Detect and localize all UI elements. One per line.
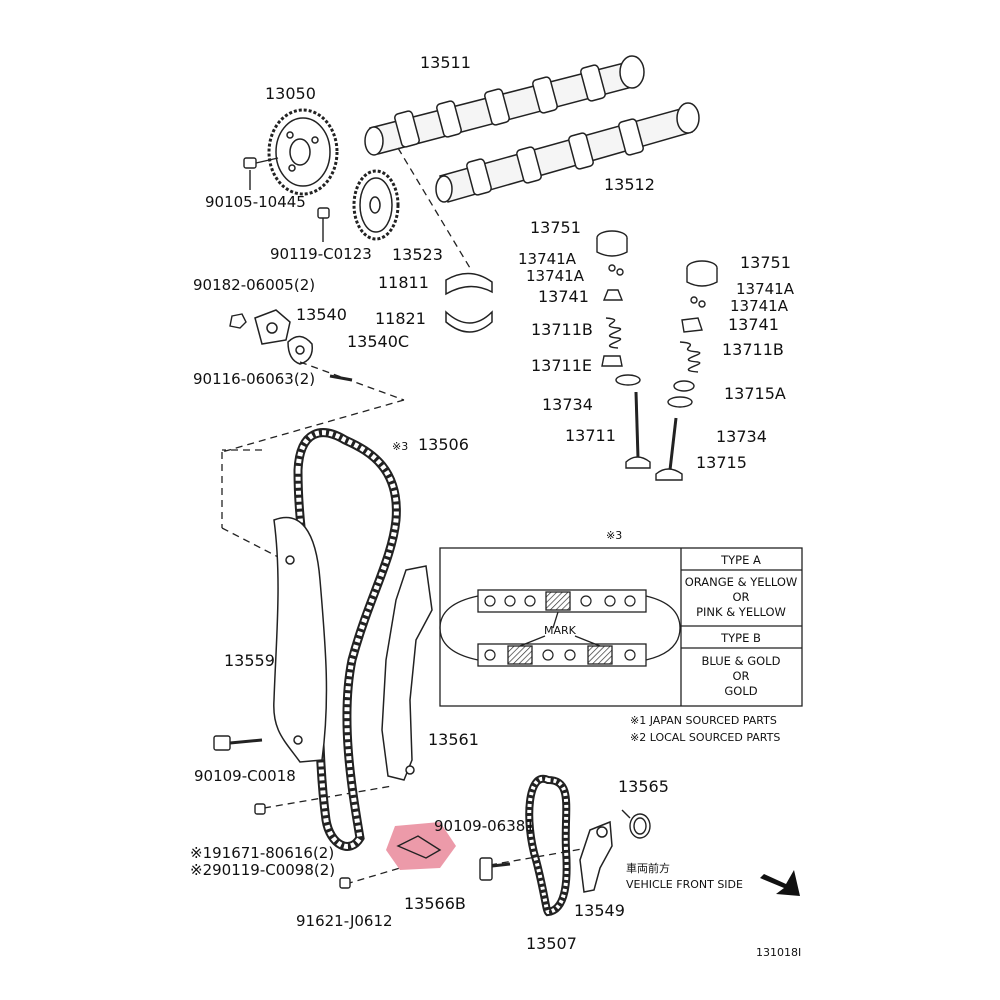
label-13711: 13711 — [565, 426, 616, 445]
valve-train-left[interactable] — [596, 230, 651, 469]
camshaft-13511[interactable] — [364, 55, 645, 156]
note-local-sourced: ※2 LOCAL SOURCED PARTS — [630, 731, 781, 744]
inset-chain-pins — [484, 595, 636, 661]
bolt-91671[interactable] — [254, 803, 266, 815]
type-b-line3: GOLD — [724, 684, 758, 698]
bearing-11811[interactable] — [445, 272, 493, 296]
label-13506-mark: ※3 — [392, 440, 409, 453]
label-13741a-2: 13741A — [526, 267, 584, 285]
label-13711b-left: 13711B — [531, 320, 593, 339]
label-13711e: 13711E — [531, 356, 593, 375]
label-13561: 13561 — [428, 730, 479, 749]
label-front-en: VEHICLE FRONT SIDE — [626, 878, 743, 891]
label-13715a: 13715A — [724, 384, 786, 403]
vehicle-front-arrow-icon — [760, 870, 800, 896]
label-91671: ※191671-80616(2) — [190, 844, 335, 862]
label-11821: 11821 — [375, 309, 426, 328]
bolt-91621[interactable] — [339, 877, 351, 889]
label-13734-left: 13734 — [542, 395, 593, 414]
label-13540: 13540 — [296, 305, 347, 324]
label-13751-right: 13751 — [740, 253, 791, 272]
nut-90182[interactable] — [229, 313, 247, 329]
label-13741a-3: 13741A — [736, 280, 794, 298]
label-90116: 90116-06063(2) — [193, 370, 316, 388]
tensioner-slipper-13561[interactable] — [381, 565, 433, 781]
label-front-jp: 車両前方 — [626, 862, 670, 875]
label-13741-right: 13741 — [728, 315, 779, 334]
label-13050: 13050 — [265, 84, 316, 103]
vvt-gear-13050[interactable] — [267, 108, 339, 196]
type-a-title: TYPE A — [721, 553, 761, 567]
label-13507: 13507 — [526, 934, 577, 953]
type-a-line2: OR — [732, 590, 750, 604]
label-91621: 91621-J0612 — [296, 912, 393, 930]
label-13715: 13715 — [696, 453, 747, 472]
chain-tensioner-13540[interactable] — [254, 309, 313, 365]
tensioner-arm-13549[interactable] — [579, 820, 613, 893]
bolt-90105[interactable] — [243, 157, 279, 190]
label-13565: 13565 — [618, 777, 669, 796]
camshaft-13512[interactable] — [435, 102, 700, 203]
type-a-line3: PINK & YELLOW — [696, 605, 786, 619]
bolt-90109-06381[interactable] — [479, 857, 511, 881]
label-13751-left: 13751 — [530, 218, 581, 237]
label-90182: 90182-06005(2) — [193, 276, 316, 294]
label-13711b-right: 13711B — [722, 340, 784, 359]
highlight-13566b[interactable] — [386, 822, 456, 870]
inset-mark-label: MARK — [544, 624, 576, 637]
type-b-line1: BLUE & GOLD — [701, 654, 781, 668]
label-13566b: 13566B — [404, 894, 466, 913]
label-13540c: 13540C — [347, 332, 410, 351]
label-13523: 13523 — [392, 245, 443, 264]
bolt-90109-c0018[interactable] — [213, 735, 263, 751]
bolt-90119[interactable] — [317, 207, 330, 242]
label-90105: 90105-10445 — [205, 193, 306, 211]
label-90109-c0018: 90109-C0018 — [194, 767, 296, 785]
type-a-line1: ORANGE & YELLOW — [684, 575, 798, 589]
label-13549: 13549 — [574, 901, 625, 920]
label-90109-06381: 90109-06381 — [434, 817, 535, 835]
label-13734-right: 13734 — [716, 427, 767, 446]
chain-mark-inset — [439, 547, 803, 707]
type-b-line2: OR — [732, 669, 750, 683]
label-90119-c0098: ※290119-C0098(2) — [190, 861, 336, 879]
valve-train-right[interactable] — [655, 260, 718, 481]
label-13512: 13512 — [604, 175, 655, 194]
label-13506: 13506 — [418, 435, 469, 454]
label-13511: 13511 — [420, 53, 471, 72]
bearing-11821[interactable] — [445, 310, 493, 333]
label-90119-c0123: 90119-C0123 — [270, 245, 372, 263]
chain-guide-13559[interactable] — [273, 516, 328, 763]
label-11811: 11811 — [378, 273, 429, 292]
spring-13565[interactable] — [621, 809, 651, 839]
label-13741-left: 13741 — [538, 287, 589, 306]
type-b-title: TYPE B — [721, 631, 761, 645]
figure-code: 131018I — [756, 946, 802, 959]
label-13741a-1: 13741A — [518, 250, 576, 268]
note-japan-sourced: ※1 JAPAN SOURCED PARTS — [630, 714, 777, 727]
label-13741a-4: 13741A — [730, 297, 788, 315]
label-13559: 13559 — [224, 651, 275, 670]
inset-mark-ref: ※3 — [606, 529, 623, 542]
oil-pump-chain-13507[interactable] — [525, 774, 571, 917]
sprocket-13523[interactable] — [352, 169, 400, 241]
